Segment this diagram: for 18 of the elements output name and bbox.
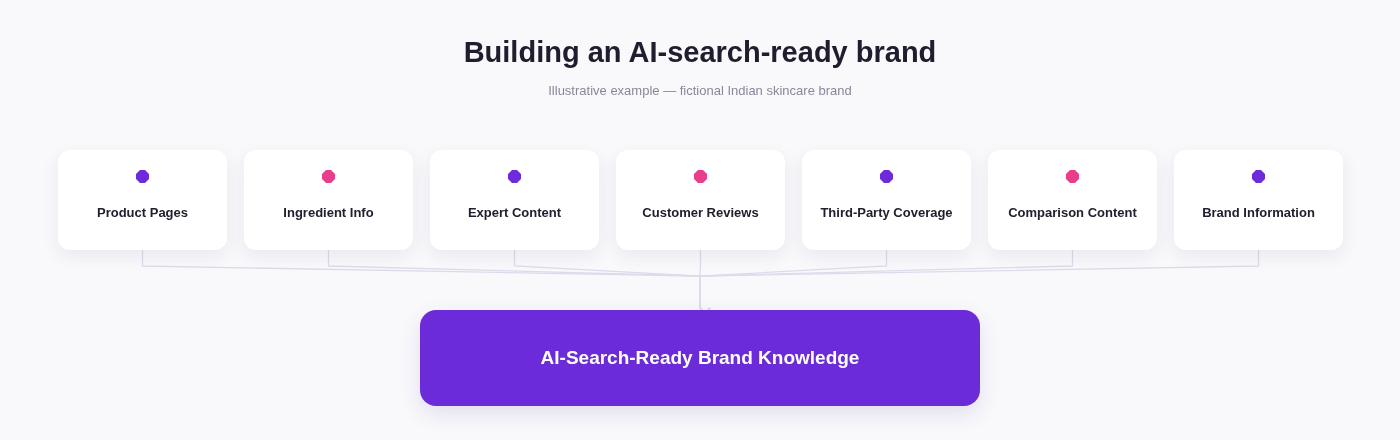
card-label: Expert Content	[466, 205, 563, 221]
card-label: Third-Party Coverage	[819, 205, 954, 221]
source-card	[988, 150, 1157, 250]
subtitle: Illustrative example — fictional Indian skincare brand	[547, 82, 853, 99]
source-card	[244, 150, 413, 250]
source-card	[430, 150, 599, 250]
card-label: Product Pages	[96, 205, 189, 221]
source-card	[616, 150, 785, 250]
card-label: Brand Information	[1201, 205, 1316, 221]
card-label: Comparison Content	[1007, 205, 1138, 221]
result-box	[420, 310, 980, 406]
source-card	[802, 150, 971, 250]
diagram-title: Building an AI-search-ready brand	[462, 35, 938, 70]
card-label: Ingredient Info	[282, 205, 375, 221]
result-label: AI-Search-Ready Brand Knowledge	[540, 346, 860, 370]
source-card	[58, 150, 227, 250]
source-card	[1174, 150, 1343, 250]
card-label: Customer Reviews	[641, 205, 760, 221]
